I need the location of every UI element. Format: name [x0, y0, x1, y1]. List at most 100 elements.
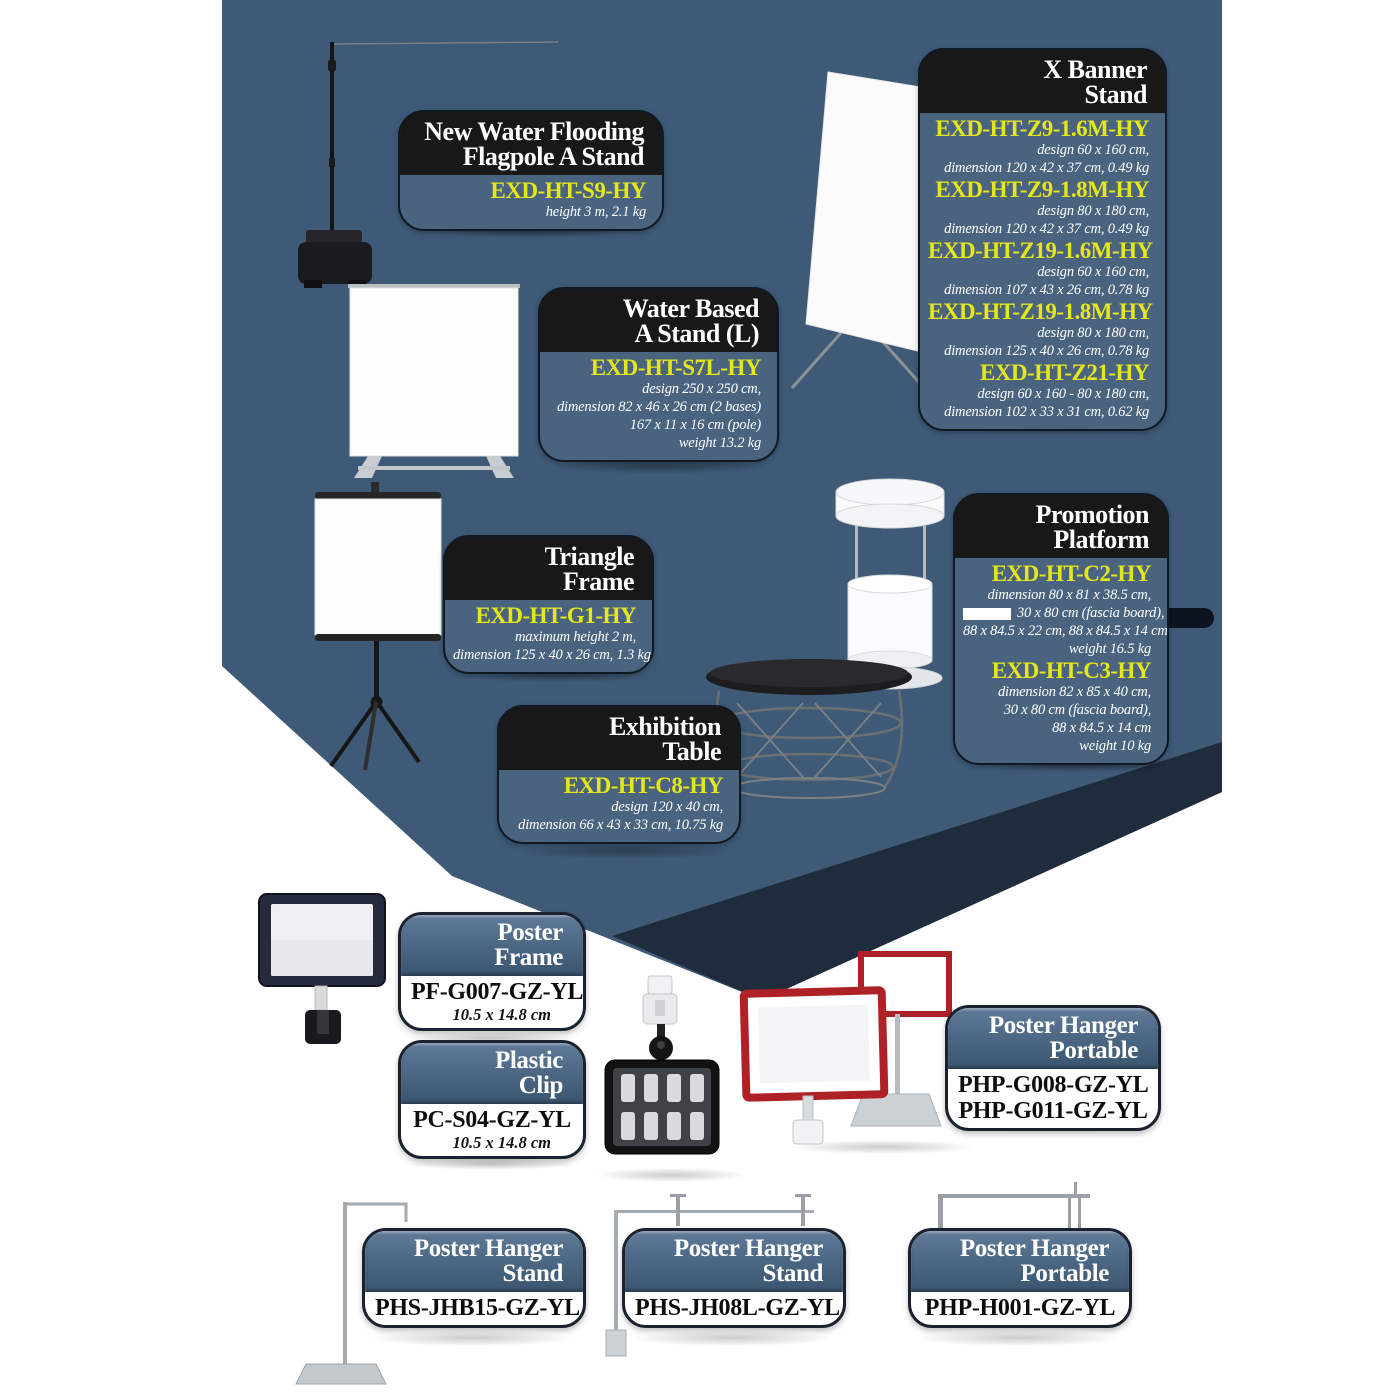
model-spec: design 80 x 180 cm, [1037, 325, 1149, 342]
model-code: EXD-HT-G1-HY [475, 603, 636, 629]
product-code: PHP-G008-GZ-YL [958, 1072, 1149, 1098]
card-title-line: Poster Hanger [959, 1235, 1110, 1262]
card-title-line: Clip [518, 1071, 564, 1099]
shadow [790, 1140, 975, 1154]
poster-frame-product-image [258, 893, 386, 1044]
card-body: PHP-H001-GZ-YL [911, 1292, 1129, 1325]
model-spec: weight 13.2 kg [678, 435, 761, 452]
model-spec: 88 x 84.5 x 22 cm, 88 x 84.5 x 14 cm [963, 623, 1168, 640]
model-spec: dimension 125 x 40 x 26 cm, 1.3 kg [453, 647, 651, 664]
shadow [918, 1330, 1118, 1346]
poster-hanger-stand-product-image [295, 1202, 408, 1385]
card-title-line: Portable [1020, 1259, 1110, 1287]
poster-hanger-stand-product-image [605, 1194, 814, 1357]
product-size: 10.5 x 14.8 cm [452, 1005, 551, 1024]
card-title-line: Stand [1084, 80, 1147, 110]
card-title-line: Exhibition [608, 712, 722, 741]
product-code: PC-S04-GZ-YL [413, 1107, 571, 1133]
model-spec: weight 10 kg [1079, 738, 1151, 755]
card-title-line: Poster Hanger [413, 1235, 564, 1262]
model-spec: design 120 x 40 cm, [611, 799, 723, 816]
card-title-line: Stand [502, 1259, 563, 1287]
model-spec: 30 x 80 cm (fascia board), [963, 604, 1164, 622]
model-spec: dimension 66 x 43 x 33 cm, 10.75 kg [518, 817, 723, 834]
model-code: EXD-HT-S9-HY [490, 178, 647, 204]
exhibition-table-product-image [706, 659, 912, 799]
product-size: 10.5 x 14.8 cm [452, 1133, 551, 1152]
card-title-line: Poster Hanger [673, 1235, 824, 1262]
shadow [632, 1330, 832, 1346]
product-code: PHS-JH08L-GZ-YL [635, 1295, 840, 1321]
shadow [372, 1330, 572, 1346]
card-title-line: Triangle [544, 542, 635, 571]
model-spec-text: 30 x 80 cm (fascia board), [1017, 605, 1165, 622]
model-code: EXD-HT-S7L-HY [590, 355, 762, 381]
model-spec: dimension 80 x 81 x 38.5 cm, [987, 587, 1151, 604]
model-spec: maximum height 2 m, [514, 629, 636, 646]
model-code: EXD-HT-Z19-1.6M-HY [928, 238, 1153, 264]
model-spec: dimension 120 x 42 x 37 cm, 0.49 kg [944, 160, 1149, 177]
card-title-line: Platform [1053, 525, 1149, 555]
model-spec: dimension 102 x 33 x 31 cm, 0.62 kg [944, 404, 1149, 421]
product-code: PHP-G011-GZ-YL [958, 1098, 1148, 1124]
card-title-line: X Banner [1043, 55, 1147, 84]
card-body: PHS-JHB15-GZ-YL [365, 1292, 583, 1325]
card-title-line: Water Based [622, 294, 760, 323]
model-spec: 30 x 80 cm (fascia board), [1003, 702, 1151, 719]
product-code: PF-G007-GZ-YL [411, 979, 584, 1005]
card-body: PHS-JH08L-GZ-YL [625, 1292, 843, 1325]
model-code: EXD-HT-C3-HY [991, 658, 1152, 684]
model-spec: 88 x 84.5 x 14 cm [1052, 720, 1151, 737]
card-title-line: A Stand (L) [634, 319, 759, 349]
model-spec: weight 16.5 kg [1068, 641, 1151, 658]
flagpole-stand-product-image [298, 41, 559, 288]
model-spec: dimension 82 x 85 x 40 cm, [997, 684, 1151, 701]
redaction-bar [963, 608, 1011, 621]
model-spec: design 250 x 250 cm, [642, 381, 761, 398]
plastic-clip-product-image [604, 975, 720, 1155]
shadow [408, 1158, 573, 1170]
model-code: EXD-HT-Z19-1.8M-HY [928, 299, 1153, 325]
card-title-line: Frame [562, 567, 635, 597]
model-spec: design 60 x 160 - 80 x 180 cm, [977, 386, 1149, 403]
model-spec: dimension 82 x 46 x 26 cm (2 bases) [556, 399, 761, 416]
model-spec: height 3 m, 2.1 kg [545, 204, 647, 221]
triangle-frame-product-image [314, 482, 442, 771]
card-title-line: Table [662, 737, 721, 767]
model-spec: dimension 120 x 42 x 37 cm, 0.49 kg [944, 221, 1149, 238]
model-code: EXD-HT-C8-HY [563, 773, 724, 799]
card-title-line: Promotion [1035, 500, 1150, 529]
water-based-a-stand-product-image [348, 284, 520, 478]
card-title-line: Plastic [494, 1047, 563, 1074]
model-spec: dimension 107 x 43 x 26 cm, 0.78 kg [944, 282, 1149, 299]
shadow [518, 843, 733, 859]
card-title-line: New Water Flooding [424, 117, 644, 146]
card-title-line: Portable [1049, 1036, 1139, 1064]
model-code: EXD-HT-Z21-HY [980, 360, 1150, 386]
red-poster-frames-product-image [739, 951, 952, 1145]
